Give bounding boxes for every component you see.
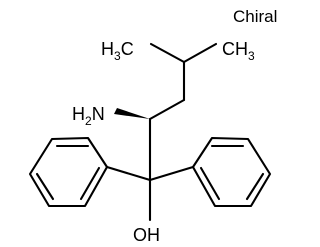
bond-ch2-chiral	[148, 98, 186, 121]
bond-methyl-left	[149, 42, 186, 64]
left-phenyl-ring	[28, 136, 109, 208]
wedge-bond-amine	[114, 108, 150, 119]
bond-carbinol-left-phenyl	[105, 165, 152, 182]
hydroxyl-label: OH	[133, 225, 160, 245]
amine-label: H2N	[72, 104, 105, 128]
methyl-right-label: CH3	[222, 39, 255, 63]
molecule-structure: Chiral H3C CH3 H2N OH	[28, 7, 277, 245]
bond-methyl-right	[182, 42, 218, 64]
methyl-left-label: H3C	[101, 39, 134, 63]
chirality-label: Chiral	[233, 7, 277, 26]
right-phenyl-ring	[191, 136, 272, 208]
bond-carbinol-right-phenyl	[148, 165, 195, 182]
